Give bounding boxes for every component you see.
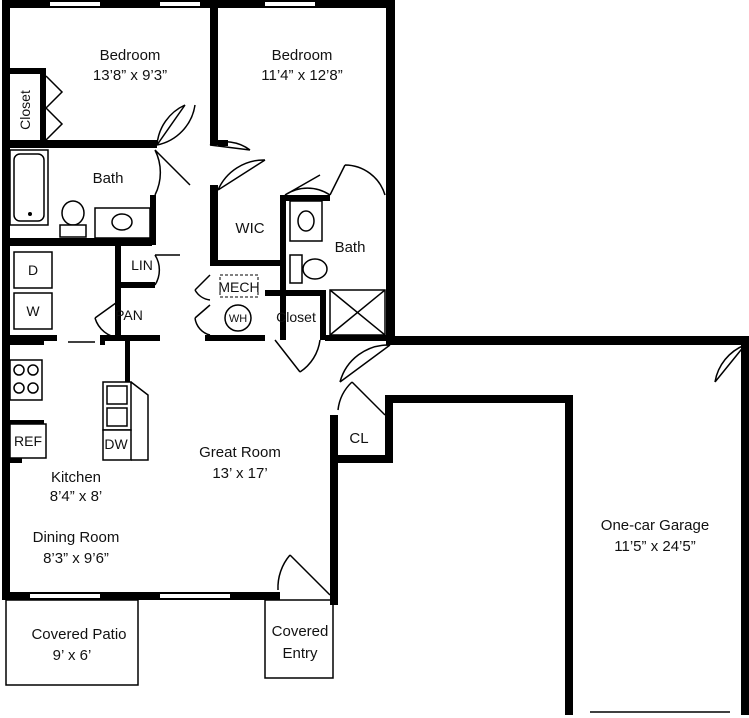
wh-label: WH xyxy=(229,313,247,325)
ref-label: REF xyxy=(14,433,42,449)
patio-size: 9’ x 6’ xyxy=(53,647,92,664)
lin-label: LIN xyxy=(131,257,153,273)
dining-room-size: 8’3” x 9’6” xyxy=(43,550,109,567)
dining-room-name: Dining Room xyxy=(33,529,120,546)
bath1-label: Bath xyxy=(93,170,124,187)
washer-label: W xyxy=(26,303,40,319)
closet2-label: Closet xyxy=(276,309,316,325)
room-labels: Bedroom 13’8” x 9’3” Bedroom 11’4” x 12’… xyxy=(14,47,709,664)
bedroom1-name: Bedroom xyxy=(100,47,161,64)
fixtures xyxy=(9,149,386,461)
doors xyxy=(45,75,746,596)
entry-name-line1: Covered xyxy=(272,623,329,640)
bedroom2-size: 11’4” x 12’8” xyxy=(261,67,342,84)
interior-walls xyxy=(2,0,390,463)
bath2-label: Bath xyxy=(335,239,366,256)
entry-name-line2: Entry xyxy=(282,645,318,662)
closet1-label: Closet xyxy=(17,90,33,130)
garage-name: One-car Garage xyxy=(601,517,709,534)
dw-label: DW xyxy=(104,436,128,452)
wic-label: WIC xyxy=(235,220,264,237)
great-room-size: 13’ x 17’ xyxy=(212,465,267,482)
cl-label: CL xyxy=(349,430,368,447)
kitchen-name: Kitchen xyxy=(51,469,101,486)
bedroom1-size: 13’8” x 9’3” xyxy=(93,67,167,84)
windows xyxy=(30,2,315,598)
patio-name: Covered Patio xyxy=(31,626,126,643)
outdoor-areas xyxy=(5,599,334,686)
bedroom2-name: Bedroom xyxy=(272,47,333,64)
pan-label: PAN xyxy=(115,307,143,323)
garage-size: 11’5” x 24’5” xyxy=(614,538,695,555)
dryer-label: D xyxy=(28,262,38,278)
kitchen-size: 8’4” x 8’ xyxy=(50,488,103,505)
great-room-name: Great Room xyxy=(199,444,281,461)
mech-label: MECH xyxy=(218,279,259,295)
